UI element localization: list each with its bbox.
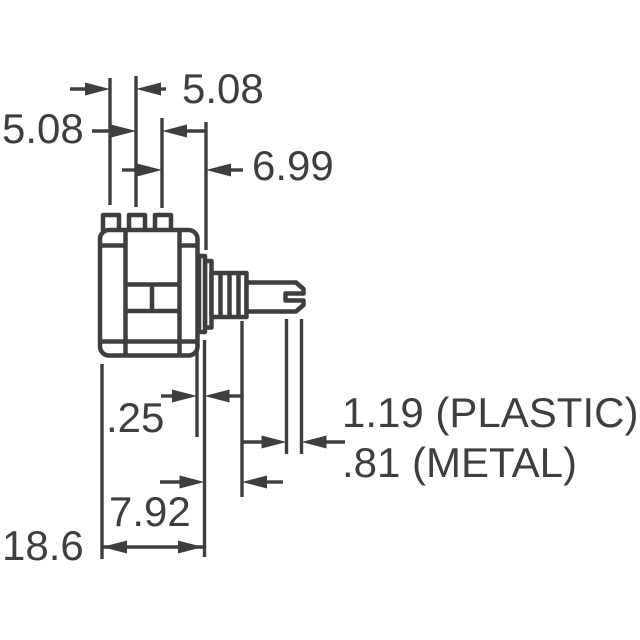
dim-arrows-bushing-length — [160, 475, 283, 489]
terminal-pin-3 — [152, 212, 174, 231]
body-outline — [97, 227, 200, 358]
terminal-pin-2 — [126, 212, 148, 231]
dim-arrows-slot-depth — [243, 435, 345, 449]
arrowhead-right-icon — [85, 82, 110, 96]
dim-label-pin-pitch-left: 5.08 — [2, 105, 84, 152]
dim-arrows-pin-pitch-left — [92, 124, 206, 138]
dim-arrows-flange-offset — [161, 389, 243, 403]
arrowhead-left-icon — [242, 475, 267, 489]
arrowhead-right-icon — [172, 389, 197, 403]
arrowhead-right-icon — [111, 124, 136, 138]
arrowhead-left-icon — [204, 389, 230, 403]
arrowhead-left-icon — [102, 540, 127, 554]
dim-label-pin-to-mounting-face: 6.99 — [252, 142, 334, 189]
dimension-arrows — [70, 82, 345, 554]
extension-lines — [100, 76, 304, 559]
dim-label-bushing-length: 7.92 — [109, 488, 191, 535]
dim-label-flange-offset: .25 — [106, 394, 165, 441]
flange-plate — [196, 253, 208, 335]
arrowhead-right-icon — [178, 540, 203, 554]
potentiometer-body — [97, 227, 200, 358]
arrowhead-left-icon — [136, 82, 161, 96]
dim-arrows-pin-to-mounting-face — [122, 163, 243, 177]
arrowhead-left-icon — [162, 124, 187, 138]
dim-label-body-depth: 18.6 — [2, 522, 84, 569]
slotted-shaft — [244, 280, 306, 314]
dim-label-slot-depth-metal: .81 (METAL) — [342, 439, 577, 486]
potentiometer-part — [97, 212, 306, 358]
arrowhead-right-icon — [261, 435, 287, 449]
dim-arrows-body-depth — [102, 540, 203, 554]
arrowhead-right-icon — [137, 163, 162, 177]
arrowhead-left-icon — [301, 435, 327, 449]
arrowhead-right-icon — [179, 475, 205, 489]
bushing-assembly — [196, 253, 306, 335]
dim-label-pin-pitch-top: 5.08 — [182, 65, 264, 112]
terminal-pins — [100, 212, 174, 231]
dim-arrows-pin-pitch-top — [70, 82, 166, 96]
terminal-pin-1 — [100, 212, 122, 231]
dim-label-slot-depth-plastic: 1.19 (PLASTIC) — [342, 389, 639, 436]
arrowhead-left-icon — [206, 163, 231, 177]
